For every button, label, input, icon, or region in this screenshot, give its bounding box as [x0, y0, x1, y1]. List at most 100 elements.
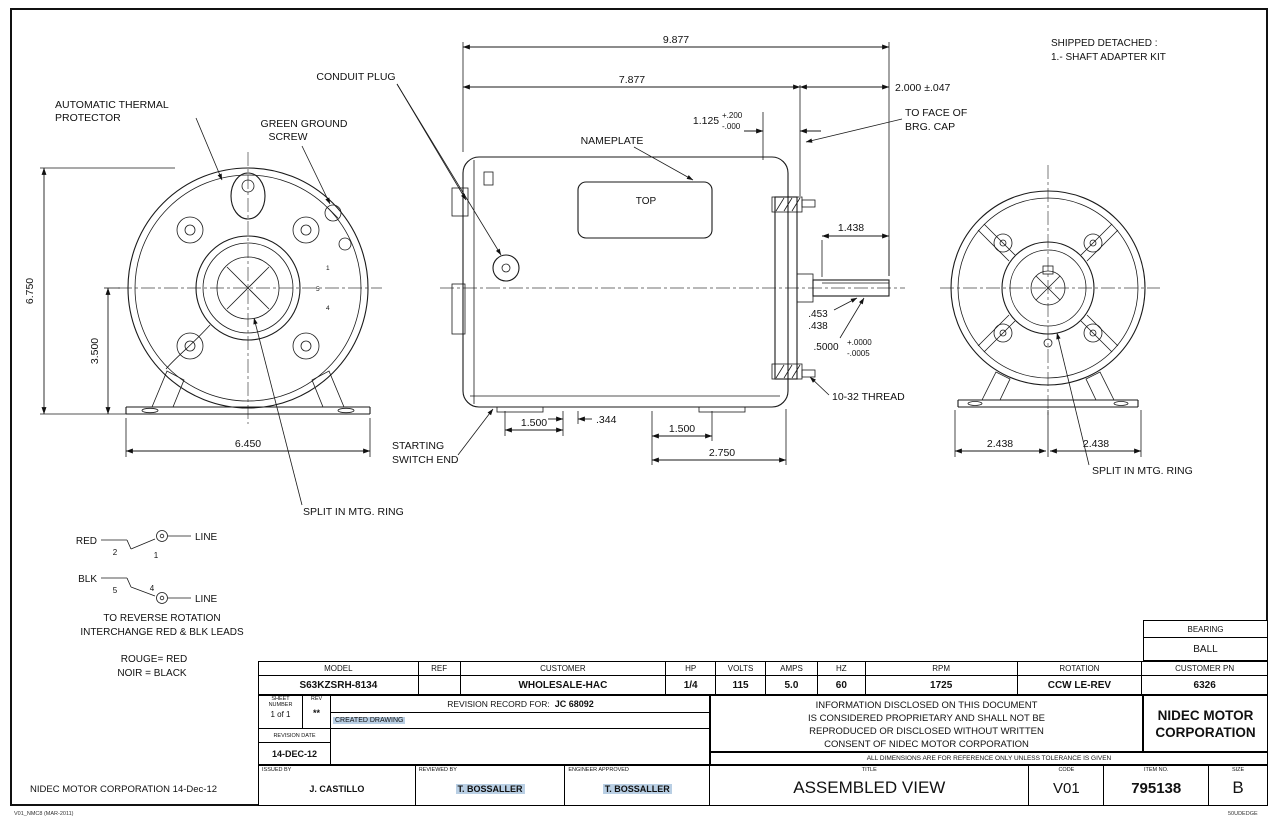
stud-bottom	[801, 369, 816, 378]
terminal-number: 5	[316, 286, 320, 293]
dim-shaft-dia: .5000	[813, 342, 838, 353]
side-dimensions-top: 9.877 7.877 2.000 ±.047 1.125 +.200 -.00…	[462, 34, 951, 276]
rear-dimensions: 2.438 2.438	[954, 410, 1142, 457]
split-ring-leader	[1056, 332, 1090, 466]
item-no-value: 795138	[1131, 779, 1182, 797]
side-leaders	[396, 83, 903, 456]
dim-foot-b: 1.500	[669, 423, 695, 435]
dim-shaft-dia-tol: -.0005	[847, 349, 870, 358]
sheet-number-cell: SHEET NUMBER 1 of 1	[259, 696, 303, 729]
engineer-approved-label: ENGINEER APPROVED	[568, 767, 629, 773]
title-label: TITLE	[861, 767, 877, 773]
proprietary-line: CONSENT OF NIDEC MOTOR CORPORATION	[824, 739, 1029, 750]
terminal-5: 5	[113, 586, 118, 595]
spec-col-customer-pn: CUSTOMER PN 6326	[1142, 662, 1268, 694]
shipped-note: SHIPPED DETACHED :	[1051, 38, 1158, 49]
dim-center-height: 3.500	[89, 338, 101, 364]
proprietary-notice: INFORMATION DISCLOSED ON THIS DOCUMENT I…	[710, 695, 1143, 752]
lead-wire	[165, 324, 211, 370]
spec-value: S63KZSRH-8134	[299, 679, 378, 691]
rear-view: 2.438 2.438 SPLIT IN MTG. RING SHIPPED D…	[940, 38, 1193, 477]
spec-col-rpm: RPM 1725	[865, 662, 1018, 694]
size-label: SIZE	[1231, 767, 1245, 773]
size-value: B	[1232, 778, 1244, 797]
rear-bolts	[993, 233, 1103, 343]
color-legend: NOIR = BLACK	[117, 668, 187, 679]
spec-value: 115	[732, 679, 749, 691]
spec-col-amps: AMPS 5.0	[766, 662, 818, 694]
spec-col-model: MODEL S63KZSRH-8134	[259, 662, 419, 694]
spec-value: 5.0	[784, 679, 799, 691]
conduit-plug-circle	[492, 254, 520, 282]
approval-row: ISSUED BY J. CASTILLO REVIEWED BY T. BOS…	[258, 765, 1268, 806]
code-label: CODE	[1058, 767, 1075, 773]
terminal-circle	[156, 530, 168, 542]
side-view: TOP	[316, 34, 967, 466]
starting-switch-label: STARTING	[392, 440, 444, 452]
split-ring-label: SPLIT IN MTG. RING	[1092, 465, 1193, 477]
hub-ring	[195, 235, 301, 341]
proprietary-line: INFORMATION DISCLOSED ON THIS DOCUMENT	[815, 700, 1038, 711]
reviewed-by-label: REVIEWED BY	[418, 767, 457, 773]
thread-note: 10-32 THREAD	[832, 391, 905, 403]
spec-col-hp: HP 1/4	[666, 662, 717, 694]
spec-header: HP	[666, 662, 716, 676]
bearing-label: BEARING	[1144, 621, 1267, 638]
spec-header: CUSTOMER	[460, 662, 666, 676]
revision-record-cell: REVISION RECORD FOR: JC 68092	[331, 696, 710, 713]
tolerance-note: ALL DIMENSIONS ARE FOR REFERENCE ONLY UN…	[710, 752, 1268, 765]
reviewed-by-value: T. BOSSALLER	[455, 783, 525, 794]
issued-by-cell: ISSUED BY J. CASTILLO	[259, 766, 416, 805]
sheet-label: SHEET	[271, 696, 290, 702]
thermal-protector-label: PROTECTOR	[55, 112, 121, 124]
spec-header: ROTATION	[1017, 662, 1142, 676]
starting-switch-label: SWITCH END	[392, 454, 459, 466]
revision-record-value: JC 68092	[554, 699, 594, 709]
revision-date-value: 14-DEC-12	[259, 743, 331, 765]
item-no-label: ITEM NO.	[1144, 767, 1169, 773]
rev-value: **	[312, 708, 320, 718]
dim-foot-a: 1.500	[521, 417, 547, 429]
proprietary-line: IS CONSIDERED PROPRIETARY AND SHALL NOT …	[807, 713, 1046, 724]
front-leaders	[195, 117, 331, 506]
stud-top	[801, 199, 816, 208]
form-code: V01_NMC8 (MAR-2011)	[14, 811, 74, 817]
front-dimensions: 6.750 3.500 6.450	[24, 167, 371, 457]
code-cell: CODE V01	[1029, 766, 1105, 805]
spec-header: RPM	[865, 662, 1017, 676]
revision-note: CREATED DRAWING	[333, 717, 406, 724]
dim-foot-span: 2.750	[709, 447, 735, 459]
color-legend: ROUGE= RED	[121, 654, 187, 665]
reviewed-by-cell: REVIEWED BY T. BOSSALLER	[416, 766, 566, 805]
ground-screw-label: SCREW	[268, 131, 307, 143]
nameplate-label: NAMEPLATE	[581, 135, 644, 147]
bearing-box: BEARING BALL	[1143, 620, 1268, 661]
side-base	[496, 406, 746, 413]
spec-col-hz: HZ 60	[817, 662, 866, 694]
spec-value: 1/4	[683, 679, 698, 691]
spec-value: 6326	[1193, 679, 1216, 691]
terminal-circle	[156, 592, 168, 604]
motor-body-outline	[462, 156, 789, 408]
red-lead-label: RED	[76, 536, 97, 547]
bearing-cap	[771, 196, 890, 380]
line-label: LINE	[195, 594, 218, 605]
dim-hub-tol: +.200	[722, 111, 743, 120]
terminal-2: 2	[113, 548, 118, 557]
terminal-4: 4	[150, 584, 155, 593]
line-label: LINE	[195, 532, 218, 543]
spec-header: AMPS	[766, 662, 817, 676]
front-view: 1 5 4 AUTOMATIC THERMAL PROTECTOR GREEN …	[24, 99, 404, 518]
engineer-approved-cell: ENGINEER APPROVED T. BOSSALLER	[565, 766, 711, 805]
revision-block: SHEET NUMBER 1 of 1 REV ** REVISION RECO…	[258, 695, 710, 765]
face-of-brg-cap-label: TO FACE OF	[905, 107, 967, 119]
dim-shaft-extension: 2.000 ±.047	[895, 82, 951, 94]
engineer-approved-value: T. BOSSALLER	[602, 783, 672, 794]
sheet-value: 1 of 1	[270, 710, 291, 719]
revision-note-cell: CREATED DRAWING	[331, 713, 710, 729]
wiring-diagram: RED 2 1 LINE BLK 5 4 LINE TO REVERSE ROT…	[76, 530, 244, 679]
dim-width: 6.450	[235, 438, 261, 450]
switch-end-details	[451, 171, 520, 335]
revision-record-label: REVISION RECORD FOR:	[447, 699, 550, 709]
